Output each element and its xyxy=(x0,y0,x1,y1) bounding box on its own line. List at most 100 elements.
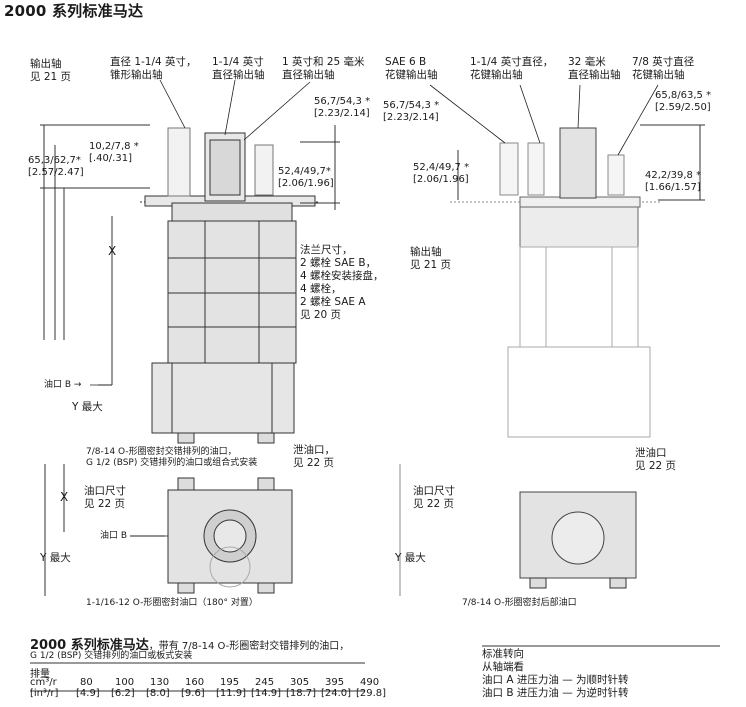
spline114-line2: 花键输出轴 xyxy=(470,69,523,81)
left-dim-52-in: [2.06/1.96] xyxy=(278,178,334,189)
bottom-title-suffix: ，带有 7/8-14 O-形圈密封交错排列的油口， xyxy=(148,641,350,652)
flange-line5: 2 螺栓 SAE A xyxy=(300,296,366,308)
table-cell-cm3: 490 xyxy=(360,677,380,688)
left-port-b-text: 油口 B xyxy=(44,380,72,390)
flange-line6: 见 20 页 xyxy=(300,309,342,321)
left-output-shaft-line1: 输出轴 xyxy=(30,58,62,70)
flange-line4: 4 螺栓， xyxy=(300,283,342,295)
left-dim-10-in: [.40/.31] xyxy=(89,153,132,164)
right-dim-52-mm: 52,4/49,7 * xyxy=(413,162,470,173)
flange-line2: 2 螺栓 SAE B， xyxy=(300,257,377,269)
right-y-max: Y 最大 xyxy=(395,552,426,564)
table-cell-in3: [6.2] xyxy=(111,688,135,699)
left-drain-label: 泄油口， 见 22 页 xyxy=(293,444,335,470)
right-78-label: 7/8 英寸直径 花键输出轴 xyxy=(632,56,694,82)
right-port-size-line1: 油口尺寸 xyxy=(413,485,455,497)
right-32mm-label: 32 毫米 直径输出轴 xyxy=(568,56,621,82)
left-tapered-line1: 直径 1-1/4 英寸， xyxy=(110,56,197,68)
table-cell-cm3: 305 xyxy=(290,677,310,688)
left-dim-10-mm: 10,2/7,8 * xyxy=(89,141,139,152)
table-cell-in3: [29.8] xyxy=(356,688,387,699)
bottom-title-main: 2000 系列标准马达 xyxy=(30,638,149,653)
left-dim-65-in: [2.57/2.47] xyxy=(28,167,84,178)
left-port-size-line2: 见 22 页 xyxy=(84,498,126,510)
left-caption: 1-1/16-12 O-形圈密封油口（180° 对置） xyxy=(86,598,258,608)
right-spline-114-label: 1-1/4 英寸直径， 花键输出轴 xyxy=(470,56,553,82)
rotation-line1: 从轴端看 xyxy=(482,661,524,673)
right-dim-56-in: [2.23/2.14] xyxy=(383,112,439,123)
left-dim-56-mm: 56,7/54,3 * xyxy=(314,96,371,107)
left-114-shaft-label: 1-1/4 英寸 直径输出轴 xyxy=(212,56,265,82)
right-output-line1: 输出轴 xyxy=(410,246,442,258)
left-output-shaft-line2: 见 21 页 xyxy=(30,71,72,83)
table-header-cm3: cm³/r xyxy=(30,677,57,688)
left-dim-56: 56,7/54,3 * [2.23/2.14] xyxy=(314,96,370,120)
table-cell-cm3: 100 xyxy=(115,677,135,688)
left-port-size-line1: 油口尺寸 xyxy=(84,485,126,497)
table-cell-cm3: 195 xyxy=(220,677,240,688)
page-title: 2000 系列标准马达 xyxy=(4,2,144,20)
right-dim-65: 65,8/63,5 * [2.59/2.50] xyxy=(655,90,711,114)
flange-line1: 法兰尺寸， xyxy=(300,244,353,256)
table-header-displacement: 排量 xyxy=(30,669,50,680)
right-dim-52: 52,4/49,7 * [2.06/1.96] xyxy=(413,162,469,186)
spline114-line1: 1-1/4 英寸直径， xyxy=(470,56,554,68)
table-cell-cm3: 245 xyxy=(255,677,275,688)
right-output-line2: 见 21 页 xyxy=(410,259,452,271)
table-cell-cm3: 130 xyxy=(150,677,170,688)
left-dim-56-in: [2.23/2.14] xyxy=(314,108,370,119)
flange-line3: 4 螺栓安装接盘， xyxy=(300,270,384,282)
left-tapered-line2: 锥形输出轴 xyxy=(110,69,163,81)
bottom-title: 2000 系列标准马达，带有 7/8-14 O-形圈密封交错排列的油口， xyxy=(30,634,349,653)
table-cell-cm3: 395 xyxy=(325,677,345,688)
right-sae6b-label: SAE 6 B 花键输出轴 xyxy=(385,56,438,82)
78-line2: 花键输出轴 xyxy=(632,69,685,81)
left-y-max2: Y 最大 xyxy=(40,552,71,564)
left-flange-label: 法兰尺寸， 2 螺栓 SAE B， 4 螺栓安装接盘， 4 螺栓， 2 螺栓 S… xyxy=(300,244,384,322)
sae6b-line1: SAE 6 B xyxy=(385,56,427,68)
table-cell-in3: [14.9] xyxy=(251,688,282,699)
left-dim-65: 65,3/62,7* [2.57/2.47] xyxy=(28,155,84,179)
right-dim-65-in: [2.59/2.50] xyxy=(655,102,711,113)
table-cell-in3: [18.7] xyxy=(286,688,317,699)
right-drain-line2: 见 22 页 xyxy=(635,460,677,472)
left-port-b-label: 油口 B → xyxy=(44,380,81,391)
left-dim-52: 52,4/49,7* [2.06/1.96] xyxy=(278,166,334,190)
table-cell-in3: [9.6] xyxy=(181,688,205,699)
left-y-max: Y 最大 xyxy=(72,401,103,413)
left-dim-x2: X xyxy=(60,490,69,504)
32mm-line2: 直径输出轴 xyxy=(568,69,621,81)
left-ports-note: 7/8-14 O-形圈密封交错排列的油口， G 1/2 (BSP) 交错排列的油… xyxy=(86,447,257,469)
right-drain-line1: 泄油口 xyxy=(635,447,667,459)
left-114-line2: 直径输出轴 xyxy=(212,69,265,81)
bottom-subtitle: G 1/2 (BSP) 交错排列的油口或板式安装 xyxy=(30,651,193,661)
left-tapered-shaft-label: 直径 1-1/4 英寸， 锥形输出轴 xyxy=(110,56,197,82)
right-port-size-line2: 见 22 页 xyxy=(413,498,455,510)
right-dim-65-mm: 65,8/63,5 * xyxy=(655,90,712,101)
table-cell-in3: [11.9] xyxy=(216,688,247,699)
32mm-line1: 32 毫米 xyxy=(568,56,606,68)
ports-note-line1: 7/8-14 O-形圈密封交错排列的油口， xyxy=(86,447,237,457)
left-port-size-label: 油口尺寸 见 22 页 xyxy=(84,485,126,511)
right-port-size-label: 油口尺寸 见 22 页 xyxy=(413,485,455,511)
right-dim-52-in: [2.06/1.96] xyxy=(413,174,469,185)
78-line1: 7/8 英寸直径 xyxy=(632,56,695,68)
rotation-title: 标准转向 xyxy=(482,648,524,660)
left-1in-line2: 直径输出轴 xyxy=(282,69,335,81)
left-drain-line2: 见 22 页 xyxy=(293,457,335,469)
left-output-shaft-label: 输出轴 见 21 页 xyxy=(30,58,71,84)
left-dim-65-mm: 65,3/62,7* xyxy=(28,155,81,166)
right-drain-label: 泄油口 见 22 页 xyxy=(635,447,676,473)
right-caption: 7/8-14 O-形圈密封后部油口 xyxy=(462,598,577,608)
table-cell-cm3: 160 xyxy=(185,677,205,688)
right-dim-42-mm: 42,2/39,8 * xyxy=(645,170,702,181)
left-1in-25mm-shaft-label: 1 英寸和 25 毫米 直径输出轴 xyxy=(282,56,365,82)
right-dim-56: 56,7/54,3 * [2.23/2.14] xyxy=(383,100,439,124)
right-output-shaft-label: 输出轴 见 21 页 xyxy=(410,246,451,272)
rotation-note: 标准转向 从轴端看 油口 A 进压力油 — 为顺时针转 油口 B 进压力油 — … xyxy=(482,648,629,700)
left-dim-x: X xyxy=(108,244,117,258)
left-dim-10: 10,2/7,8 * [.40/.31] xyxy=(89,141,139,165)
ports-note-line2: G 1/2 (BSP) 交错排列的油口或组合式安装 xyxy=(86,458,258,468)
left-drain-line1: 泄油口， xyxy=(293,444,335,456)
